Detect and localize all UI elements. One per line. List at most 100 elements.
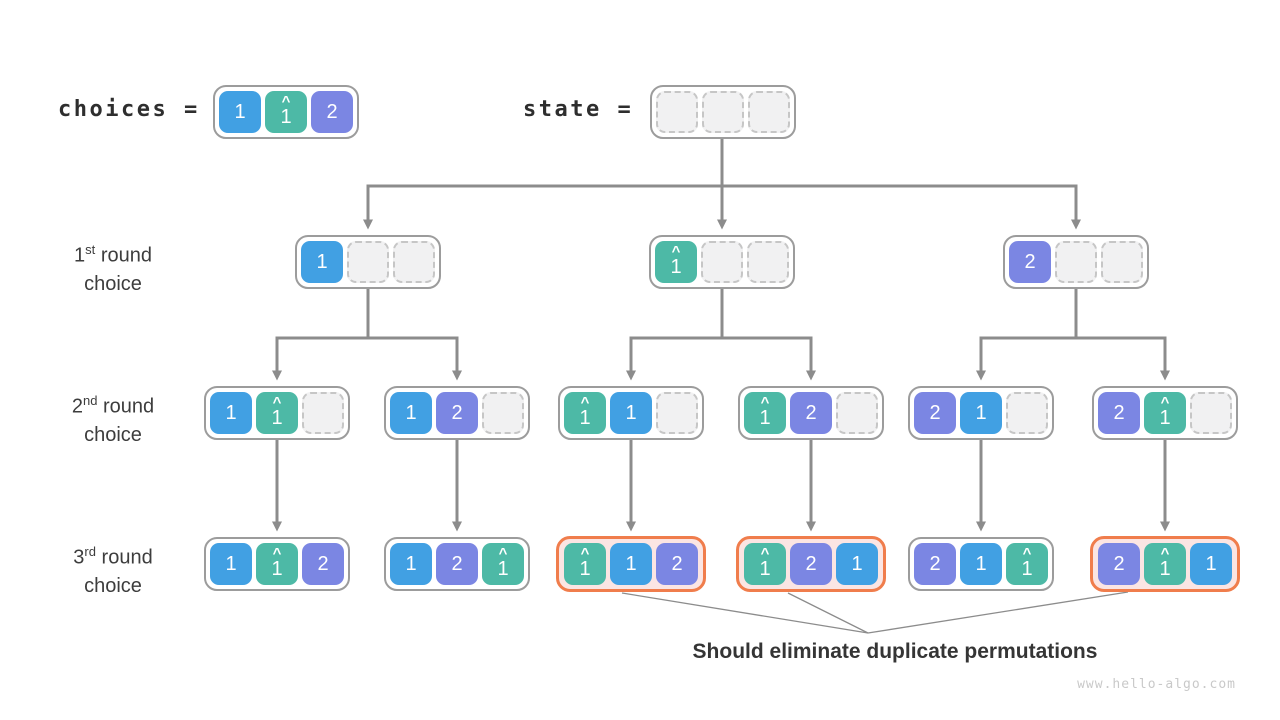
cell-value: 2 <box>451 553 463 575</box>
empty-slot <box>1190 392 1232 434</box>
cell-value: 1 <box>234 101 246 123</box>
cell-1: 1 <box>1190 543 1232 585</box>
cell-2: 2 <box>790 392 832 434</box>
hat-mark: ^ <box>1022 544 1032 562</box>
cell-value: 1 <box>670 255 682 278</box>
state-r1-b2: ^1 <box>649 235 795 289</box>
cell-1-hat: ^1 <box>1006 543 1048 585</box>
cell-value: 1 <box>579 557 591 580</box>
cell-value: 2 <box>1024 251 1036 273</box>
cell-value: 1 <box>271 557 283 580</box>
cell-1: 1 <box>210 543 252 585</box>
hat-mark: ^ <box>272 544 282 562</box>
empty-slot <box>393 241 435 283</box>
hat-mark: ^ <box>760 393 770 411</box>
state-r2-b4: ^1 2 <box>738 386 884 440</box>
cell-value: 1 <box>1205 553 1217 575</box>
cell-1: 1 <box>960 392 1002 434</box>
empty-slot <box>1055 241 1097 283</box>
hat-mark: ^ <box>281 92 291 110</box>
pointer-line <box>621 592 869 634</box>
choices-label: choices = <box>58 97 200 122</box>
cell-value: 2 <box>317 553 329 575</box>
cell-value: 1 <box>316 251 328 273</box>
cell-value: 1 <box>271 406 283 429</box>
hat-mark: ^ <box>760 544 770 562</box>
cell-1-hat: ^1 <box>564 392 606 434</box>
cell-value: 1 <box>280 105 292 128</box>
cell-1: 1 <box>960 543 1002 585</box>
cell-1: 1 <box>390 392 432 434</box>
pointer-line <box>867 591 1129 634</box>
empty-slot <box>1101 241 1143 283</box>
cell-value: 1 <box>975 553 987 575</box>
empty-slot <box>1006 392 1048 434</box>
cell-value: 2 <box>805 553 817 575</box>
cell-value: 2 <box>1113 402 1125 424</box>
cell-2: 2 <box>302 543 344 585</box>
duplicate-annotation: Should eliminate duplicate permutations <box>692 640 1098 663</box>
cell-1-hat: ^1 <box>655 241 697 283</box>
cell-1: 1 <box>836 543 878 585</box>
cell-1: 1 <box>219 91 261 133</box>
cell-2: 2 <box>914 543 956 585</box>
cell-1: 1 <box>610 392 652 434</box>
empty-slot <box>347 241 389 283</box>
cell-2: 2 <box>914 392 956 434</box>
empty-slot <box>701 241 743 283</box>
cell-value: 2 <box>805 402 817 424</box>
empty-slot <box>482 392 524 434</box>
empty-slot <box>748 91 790 133</box>
cell-2: 2 <box>311 91 353 133</box>
cell-value: 1 <box>975 402 987 424</box>
cell-value: 1 <box>759 406 771 429</box>
cell-value: 1 <box>497 557 509 580</box>
state-r2-b6: 2^1 <box>1092 386 1238 440</box>
cell-value: 1 <box>1021 557 1033 580</box>
cell-value: 1 <box>1159 406 1171 429</box>
hat-mark: ^ <box>580 393 590 411</box>
cell-1-hat: ^1 <box>564 543 606 585</box>
empty-slot <box>302 392 344 434</box>
pointer-line <box>787 592 869 634</box>
cell-2: 2 <box>1009 241 1051 283</box>
hat-mark: ^ <box>272 393 282 411</box>
hat-mark: ^ <box>498 544 508 562</box>
cell-value: 2 <box>1113 553 1125 575</box>
cell-value: 1 <box>405 553 417 575</box>
empty-slot <box>656 392 698 434</box>
cell-1: 1 <box>210 392 252 434</box>
cell-value: 1 <box>759 557 771 580</box>
cell-value: 2 <box>929 402 941 424</box>
hat-mark: ^ <box>1160 544 1170 562</box>
state-label: state = <box>523 97 634 122</box>
cell-1-hat: ^1 <box>1144 543 1186 585</box>
empty-slot <box>702 91 744 133</box>
cell-value: 2 <box>671 553 683 575</box>
cell-2: 2 <box>790 543 832 585</box>
cell-value: 2 <box>451 402 463 424</box>
watermark: www.hello-algo.com <box>1077 677 1236 692</box>
cell-value: 1 <box>625 553 637 575</box>
cell-2: 2 <box>436 392 478 434</box>
duplicate-pointer-lines <box>621 591 1129 634</box>
cell-value: 1 <box>225 553 237 575</box>
cell-value: 1 <box>225 402 237 424</box>
cell-value: 1 <box>1159 557 1171 580</box>
state-r2-b1: 1^1 <box>204 386 350 440</box>
cell-value: 1 <box>405 402 417 424</box>
state-box <box>650 85 796 139</box>
cell-value: 1 <box>851 553 863 575</box>
